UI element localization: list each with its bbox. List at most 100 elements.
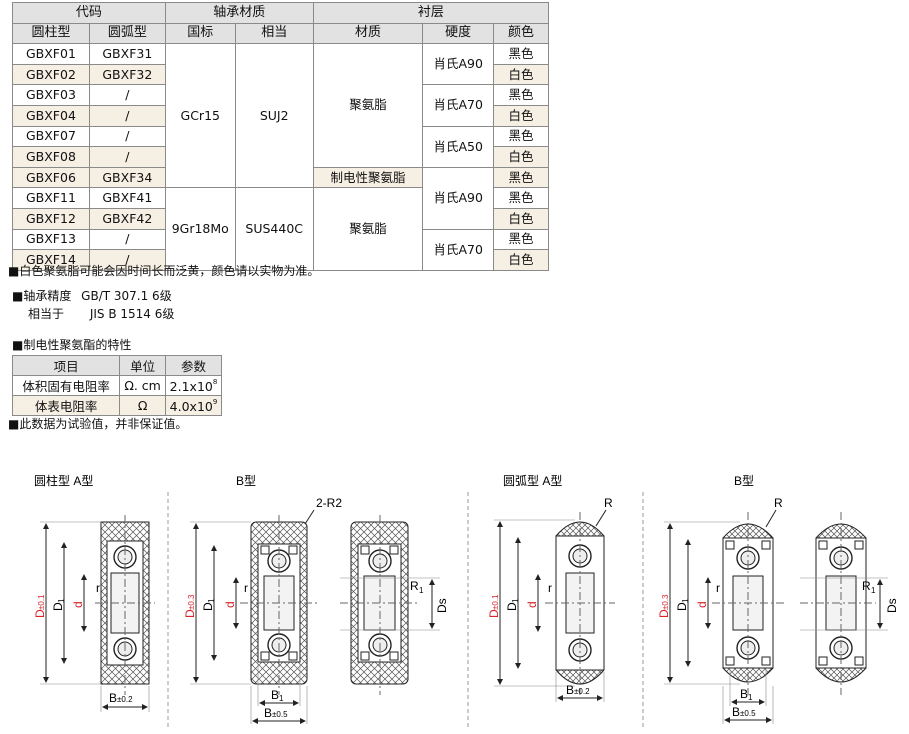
equivalent-line: 相当于 JIS B 1514 6级 bbox=[28, 305, 174, 322]
dim-D1: D bbox=[51, 602, 65, 611]
table-row: 体积固有电阻率 Ω. cm 2.1x108 bbox=[11, 375, 222, 396]
color-cell: 黑色 bbox=[493, 187, 549, 209]
arc-code-cell: / bbox=[88, 249, 166, 271]
dim-B-tol: ±0.2 bbox=[117, 695, 133, 704]
dim-r: r bbox=[96, 581, 100, 595]
dim-r: r bbox=[716, 581, 720, 595]
dim-Ds: Ds bbox=[435, 598, 449, 613]
code-cell: GBXF06 bbox=[12, 166, 90, 189]
code-cell: GBXF03 bbox=[12, 84, 90, 106]
color-cell: 黑色 bbox=[493, 43, 549, 65]
code-cell: GBXF12 bbox=[12, 207, 90, 230]
header-material: 材质 bbox=[312, 22, 424, 45]
header-arc: 圆弧型 bbox=[88, 22, 166, 45]
test-note: ■此数据为试验值，并非保证值。 bbox=[8, 417, 188, 431]
dim-D: D bbox=[183, 609, 197, 618]
arc-code-cell: GBXF41 bbox=[88, 187, 166, 209]
drawing-cylinder-a: D ±0.1 D 1 d r B ±0.2 bbox=[33, 515, 155, 712]
drawing-arc-a: D ±0.1 D 1 d r R B ±0.2 bbox=[487, 496, 615, 702]
header-lining: 衬层 bbox=[312, 2, 550, 24]
dim-R1-sub: 1 bbox=[871, 586, 876, 595]
table-row: GBXF04 / 白色 bbox=[12, 104, 549, 127]
dim-D-tol: ±0.1 bbox=[491, 594, 500, 610]
color-cell: 白色 bbox=[493, 146, 549, 168]
table-row: GBXF07 / 肖氏A50 黑色 bbox=[12, 125, 549, 168]
equivalent-cell: SUJ2 bbox=[234, 43, 314, 189]
dim-R: R bbox=[604, 496, 613, 510]
color-cell: 白色 bbox=[493, 63, 549, 86]
title-cylinder-b: B型 bbox=[236, 474, 256, 488]
hardness-cell: 肖氏A70 bbox=[422, 228, 495, 271]
table-row: 体表电阻率 Ω 4.0x109 bbox=[11, 395, 222, 416]
dim-D1: D bbox=[505, 602, 519, 611]
material-cell: 制电性聚氨脂 bbox=[312, 166, 424, 189]
drawing-arc-b: D ±0.3 D 1 d r R B 1 B ±0.5 bbox=[657, 496, 784, 724]
equivalent-cell: SUS440C bbox=[234, 187, 314, 271]
header-gb: 国标 bbox=[164, 22, 236, 45]
dim-D: D bbox=[487, 609, 501, 618]
color-note: ■白色聚氨脂可能会因时间长而泛黄，颜色请以实物为准。 bbox=[8, 264, 320, 278]
code-cell: GBXF02 bbox=[12, 63, 90, 86]
dim-D-tol: ±0.3 bbox=[187, 594, 196, 610]
spec-table: 代码 轴承材质 衬层 圆柱型 圆弧型 国标 相当 材质 硬度 颜色 GBXF01… bbox=[12, 2, 550, 271]
title-arc-b: B型 bbox=[734, 474, 754, 488]
dim-D1: D bbox=[675, 602, 689, 611]
dim-D1-sub: 1 bbox=[207, 598, 216, 603]
dim-R1: R bbox=[862, 579, 871, 593]
code-cell: GBXF14 bbox=[12, 249, 90, 271]
dim-B1-sub: 1 bbox=[279, 694, 284, 703]
table-row: GBXF11 GBXF41 9Gr18Mo SUS440C 聚氨脂 黑色 bbox=[12, 187, 549, 271]
table-row: GBXF14 / 白色 bbox=[12, 249, 549, 271]
arc-code-cell: / bbox=[88, 228, 166, 251]
code-cell: GBXF08 bbox=[12, 146, 90, 168]
title-cylinder-a: 圆柱型 A型 bbox=[34, 473, 93, 488]
dim-D1-sub: 1 bbox=[57, 598, 66, 603]
arc-code-cell: GBXF32 bbox=[88, 63, 166, 86]
table-row: GBXF13 / 肖氏A70 黑色 bbox=[12, 228, 549, 271]
code-cell: GBXF04 bbox=[12, 104, 90, 127]
header-code: 代码 bbox=[12, 2, 166, 24]
dim-B: B bbox=[109, 691, 117, 705]
antistatic-props-table: 项目 单位 参数 体积固有电阻率 Ω. cm 2.1x108 体表电阻率 Ω 4… bbox=[11, 355, 222, 416]
dim-D1: D bbox=[201, 602, 215, 611]
dim-D-tol: ±0.1 bbox=[37, 594, 46, 610]
dim-D1-sub: 1 bbox=[511, 598, 520, 603]
header-color: 颜色 bbox=[493, 22, 549, 45]
dim-r: r bbox=[548, 581, 552, 595]
dim-B: B bbox=[264, 706, 272, 720]
table-row: GBXF01 GBXF31 GCr15 SUJ2 聚氨脂 肖氏A90 黑色 bbox=[12, 43, 549, 189]
dim-D: D bbox=[657, 609, 671, 618]
code-cell: GBXF11 bbox=[12, 187, 90, 209]
material-cell: 聚氨脂 bbox=[312, 43, 424, 168]
code-cell: GBXF01 bbox=[12, 43, 90, 65]
dim-B-tol: ±0.2 bbox=[574, 687, 590, 696]
code-cell: GBXF07 bbox=[12, 125, 90, 148]
dim-d: d bbox=[71, 601, 85, 608]
title-arc-a: 圆弧型 A型 bbox=[503, 474, 562, 488]
arc-code-cell: GBXF42 bbox=[88, 207, 166, 230]
props-item: 体积固有电阻率 bbox=[11, 375, 121, 396]
arc-code-cell: / bbox=[88, 104, 166, 127]
arc-code-cell: / bbox=[88, 125, 166, 148]
arc-code-cell: / bbox=[88, 84, 166, 106]
dim-R: R bbox=[774, 496, 783, 510]
color-cell: 黑色 bbox=[493, 228, 549, 251]
table-row: GBXF03 / 肖氏A70 黑色 bbox=[12, 84, 549, 127]
table-row: GBXF12 GBXF42 白色 bbox=[12, 207, 549, 230]
props-header-value: 参数 bbox=[165, 355, 222, 376]
color-cell: 黑色 bbox=[493, 166, 549, 189]
dim-D: D bbox=[33, 609, 47, 618]
dim-B: B bbox=[732, 705, 740, 719]
arc-code-cell: GBXF34 bbox=[88, 166, 166, 189]
hardness-cell: 肖氏A70 bbox=[422, 84, 495, 127]
dim-R1: R bbox=[410, 579, 419, 593]
arc-code-cell: GBXF31 bbox=[88, 43, 166, 65]
dim-2R2: 2-R2 bbox=[316, 496, 342, 510]
equivalent-label: 相当于 bbox=[28, 307, 65, 321]
props-header-unit: 单位 bbox=[119, 355, 166, 376]
header-cylinder: 圆柱型 bbox=[12, 22, 90, 45]
gb-cell: GCr15 bbox=[164, 43, 236, 189]
table-row: GBXF06 GBXF34 制电性聚氨脂 肖氏A90 黑色 bbox=[12, 166, 549, 230]
dim-B1: B bbox=[740, 687, 748, 701]
dim-D1-sub: 1 bbox=[681, 598, 690, 603]
